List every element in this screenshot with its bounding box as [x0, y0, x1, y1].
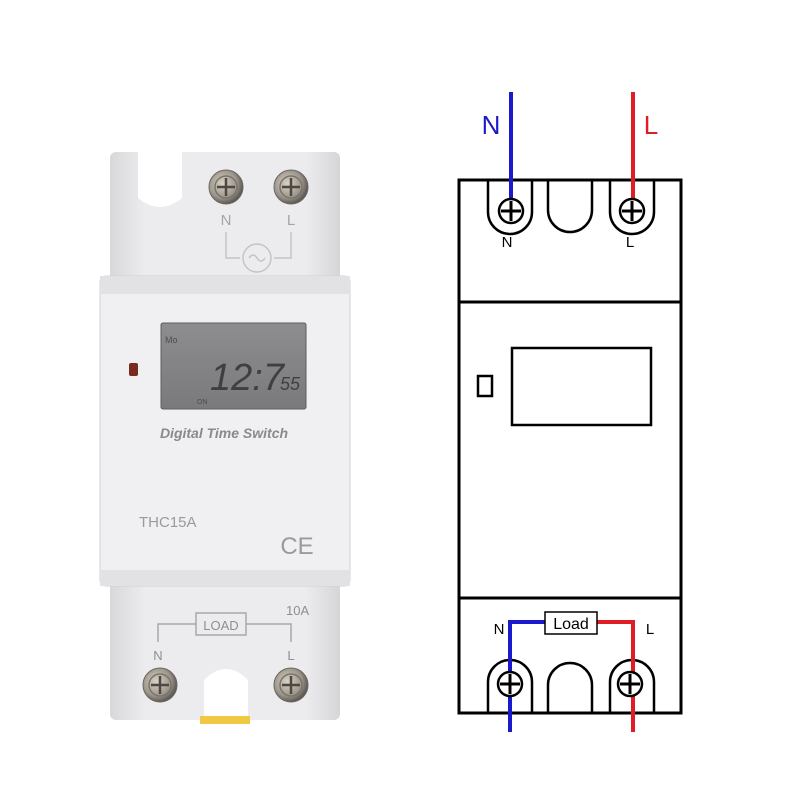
- diagram-slot-bottom: [546, 661, 594, 713]
- device-din-clip: [200, 716, 250, 724]
- device-lcd-time: 12:7: [210, 357, 286, 399]
- diagram-socket-top-l: [608, 180, 656, 236]
- device-lcd-status: ON: [197, 399, 208, 406]
- device-ce-mark: CE: [280, 533, 313, 560]
- diagram-load-box: [544, 611, 598, 635]
- wiring-diagram: N L N L Load N L: [457, 92, 683, 732]
- device-lcd-seconds: 55: [280, 374, 301, 394]
- device-screw-top-l: [273, 169, 309, 205]
- device-photo: N L Mo 12:7 55 ON Digital Time Switch TH…: [99, 152, 351, 724]
- diagram-screw-bottom-n: [496, 670, 524, 698]
- device-model: THC15A: [139, 514, 197, 531]
- device-top-slot: [138, 152, 182, 207]
- device-lcd-day: Mo: [165, 335, 178, 345]
- device-brand-label: Digital Time Switch: [160, 425, 288, 441]
- diagram-bottom-label-n: N: [494, 621, 505, 638]
- device-load-marking: [157, 612, 292, 642]
- device-bottom-label-l: L: [287, 648, 294, 663]
- device-bottom-label-n: N: [153, 648, 162, 663]
- device-screw-bottom-l: [273, 667, 309, 703]
- diagram-bottom-label-l: L: [646, 621, 654, 638]
- diagram-screw-bottom-l: [616, 670, 644, 698]
- device-top-label-n: N: [221, 212, 232, 229]
- diagram-screw-top-n: [497, 197, 525, 225]
- device-power-symbol: [225, 232, 292, 273]
- device-lcd: [160, 322, 307, 410]
- diagram-top-label-n: N: [502, 234, 513, 251]
- diagram-input-label-n: N: [482, 110, 501, 140]
- diagram-slot-top: [546, 180, 594, 234]
- diagram-display: [510, 346, 653, 427]
- device-screw-top-n: [208, 169, 244, 205]
- device-screw-bottom-n: [142, 667, 178, 703]
- diagram-led: [476, 374, 494, 398]
- diagram-load-label: Load: [553, 616, 589, 633]
- diagram-socket-top-n: [486, 180, 534, 236]
- device-top-label-l: L: [287, 212, 295, 229]
- diagram-screw-top-l: [618, 197, 646, 225]
- device-led-indicator: [129, 363, 138, 376]
- device-rating: 10A: [286, 603, 309, 618]
- device-load-label: LOAD: [203, 618, 238, 633]
- device-bottom-slot: [204, 669, 248, 720]
- diagram-input-label-l: L: [644, 110, 658, 140]
- diagram-top-label-l: L: [626, 234, 634, 251]
